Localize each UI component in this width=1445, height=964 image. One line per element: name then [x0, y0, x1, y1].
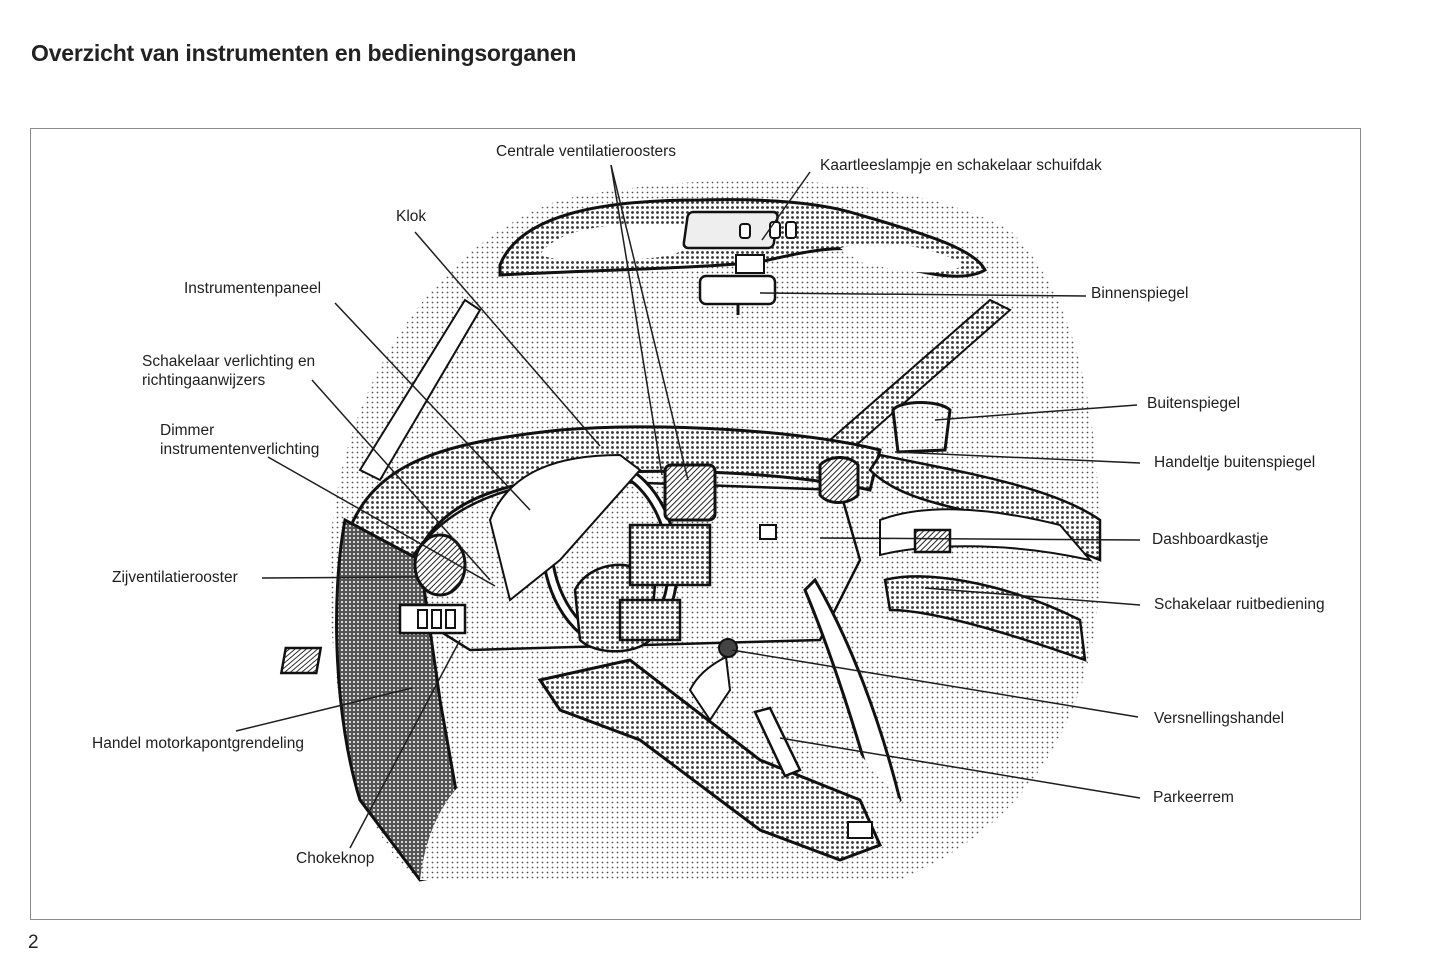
glovebox [759, 524, 777, 540]
label-klok: Klok [396, 208, 427, 225]
label-versnellingshandel: Versnellingshandel [1154, 710, 1285, 727]
label-binnenspiegel: Binnenspiegel [1091, 285, 1189, 302]
label-handeltje-buitenspiegel: Handeltje buitenspiegel [1154, 454, 1316, 471]
right-vent [818, 456, 860, 504]
label-handel-motorkap: Handel motorkapontgrendeling [92, 735, 304, 752]
label-dimmer-line2: instrumentenverlichting [160, 441, 320, 458]
side-vent [413, 533, 467, 597]
label-buitenspiegel: Buitenspiegel [1147, 395, 1241, 412]
label-kaartleeslampje: Kaartleeslampje en schakelaar schuifdak [820, 157, 1102, 174]
rear-view-mirror [698, 274, 777, 306]
instrument-cluster [488, 453, 642, 602]
illustration-frame [30, 128, 1361, 920]
page-title: Overzicht van instrumenten en bedienings… [31, 40, 577, 66]
dashboard [338, 425, 882, 603]
label-schakelaar-verlichting: Schakelaar verlichting en richtingaanwij… [142, 352, 315, 390]
label-dimmer-line1: Dimmer [160, 422, 215, 439]
label-schakelaar-verlichting-line1: Schakelaar verlichting en [142, 353, 316, 370]
center-console [537, 658, 883, 862]
label-centrale-ventilatieroosters: Centrale ventilatieroosters [496, 143, 677, 160]
label-instrumentenpaneel: Instrumentenpaneel [184, 280, 322, 297]
page-number: 2 [28, 932, 39, 953]
label-dimmer: Dimmer instrumentenverlichting [160, 421, 319, 459]
label-zijventilatierooster: Zijventilatierooster [112, 569, 238, 586]
map-lamp [682, 210, 779, 250]
label-dashboardkastje: Dashboardkastje [1152, 531, 1269, 548]
gear-knob [718, 638, 738, 658]
label-parkeerrem: Parkeerrem [1153, 789, 1234, 806]
parking-brake [753, 706, 802, 778]
label-schakelaar-verlichting-line2: richtingaanwijzers [142, 372, 266, 389]
outside-mirror [891, 401, 952, 454]
label-schakelaar-ruitbediening: Schakelaar ruitbediening [1154, 596, 1325, 613]
door-armrest [883, 575, 1087, 662]
leader-lines [235, 164, 1141, 849]
a-pillar-left [358, 298, 482, 482]
center-vents [663, 463, 717, 522]
label-chokeknop: Chokeknop [296, 850, 375, 867]
